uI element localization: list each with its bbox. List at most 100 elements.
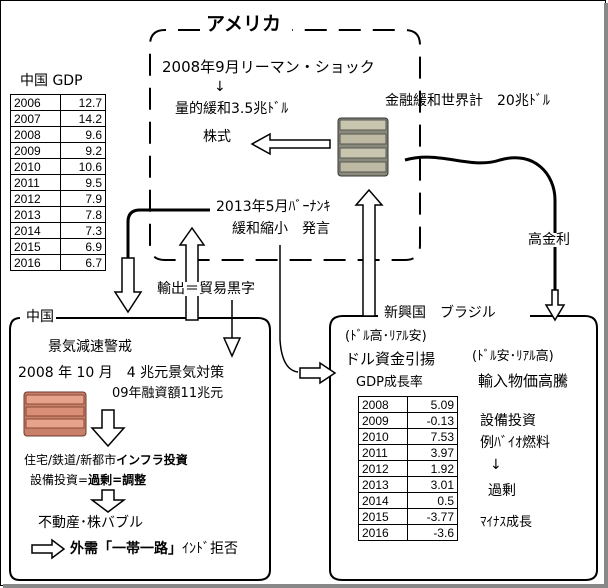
frame-shadow-right	[604, 3, 608, 588]
value-cell: 14.2	[59, 110, 107, 127]
export-up-arrow	[178, 226, 206, 321]
year-cell: 2012	[10, 190, 61, 207]
lehman-down-arrow: ↓	[214, 79, 226, 95]
year-cell: 2012	[357, 460, 409, 477]
value-cell: -0.13	[407, 412, 458, 429]
year-cell: 2015	[10, 238, 61, 255]
value-cell: 7.3	[59, 222, 107, 239]
high-rate-flow-line	[404, 155, 557, 290]
year-cell: 2009	[357, 412, 409, 429]
value-cell: 6.7	[59, 254, 107, 271]
withdraw-hollow-arrow	[299, 361, 337, 385]
negative-growth-label: ﾏｲﾅｽ成長	[480, 515, 533, 530]
year-cell: 2007	[10, 110, 61, 127]
year-cell: 2009	[10, 142, 61, 159]
year-cell: 2011	[10, 174, 61, 191]
china-gdp-title: 中国 GDP	[20, 73, 83, 89]
value-cell: 7.9	[59, 190, 107, 207]
value-cell: 7.8	[59, 206, 107, 223]
india-refusal-label: ｲﾝﾄﾞ拒否	[182, 541, 238, 557]
value-cell: 3.97	[407, 444, 458, 461]
bernanke-to-china-line	[126, 208, 210, 258]
bubble-label: 不動産･株バブル	[38, 515, 143, 531]
year-cell: 2008	[10, 126, 61, 143]
year-cell: 2010	[357, 428, 409, 445]
lehman-shock-label: 2008年9月リーマン・ショック	[162, 58, 375, 76]
brazil-capex-label: 設備投資	[480, 413, 536, 429]
yuan-stack-icon	[23, 391, 87, 437]
value-cell: 1.92	[407, 460, 458, 477]
year-cell: 2008	[357, 396, 409, 413]
bernanke-label-2: 緩和縮小 発言	[230, 221, 332, 237]
value-cell: -3.77	[407, 508, 458, 525]
value-cell: 6.9	[59, 238, 107, 255]
year-cell: 2006	[10, 94, 61, 111]
import-price-label: 輸入物価高騰	[478, 372, 569, 390]
brazil-region	[329, 315, 598, 581]
year-cell: 2014	[10, 222, 61, 239]
strong-dollar-label: (ﾄﾞﾙ高･ﾘｱﾙ安)	[345, 329, 427, 344]
stimulus-label: 2008 年 10 月 4 兆元景気対策	[18, 365, 225, 381]
year-cell: 2015	[357, 508, 409, 525]
frame-shadow-bottom	[3, 584, 608, 588]
weak-dollar-label: (ﾄﾞﾙ安･ﾘｱﾙ高)	[472, 349, 554, 364]
external-demand-label: 外需「一帯一路」ｲﾝﾄﾞ拒否	[70, 542, 238, 556]
value-cell: 5.09	[407, 396, 458, 413]
value-cell: 3.01	[407, 476, 458, 493]
slowdown-label: 景気減速警戒	[48, 339, 132, 355]
usa-title: アメリカ	[204, 13, 284, 35]
year-cell: 2014	[357, 492, 409, 509]
table-row: 2009-0.13	[357, 412, 458, 429]
year-cell: 2011	[357, 444, 409, 461]
value-cell: -3.6	[407, 524, 458, 541]
china-title: 中国	[24, 309, 56, 325]
infra-label: 住宅/鉄道/新都市インフラ投資	[24, 454, 188, 466]
brazil-down-arrow: ↓	[490, 457, 502, 473]
high-rate-label: 高金利	[526, 232, 572, 248]
biofuel-label: 例ﾊﾞｲｵ燃料	[480, 435, 550, 451]
value-cell: 9.5	[59, 174, 107, 191]
high-rate-arrowhead	[544, 289, 566, 322]
qe-label: 量的緩和3.5兆ﾄﾞﾙ	[175, 101, 289, 117]
infra-label-prefix: 住宅/鉄道/新都市	[24, 453, 117, 467]
value-cell: 0.5	[407, 492, 458, 509]
usa-region	[149, 29, 421, 261]
table-row: 2015-3.77	[357, 508, 458, 525]
brazil-title: 新興国 ブラジル	[382, 305, 498, 321]
bernanke-to-brazil-line	[279, 245, 299, 373]
capex-label: 設備投資=過剰=調整	[30, 474, 146, 486]
bernanke-label-1: 2013年5月ﾊﾞｰﾅﾝｷ	[214, 199, 333, 215]
year-cell: 2016	[357, 524, 409, 541]
loans-label: 09年融資額11兆元	[112, 386, 224, 401]
bernanke-to-china-arrowhead	[113, 257, 143, 314]
year-cell: 2013	[10, 206, 61, 223]
excess-label: 過剰	[488, 483, 516, 499]
value-cell: 10.6	[59, 158, 107, 175]
export-label: 輸出＝貿易黒字	[155, 281, 257, 297]
value-cell: 7.53	[407, 428, 458, 445]
infra-label-bold: インフラ投資	[116, 453, 188, 467]
brazil-up-arrow	[354, 188, 384, 317]
brazil-gdp-title: GDP成長率	[356, 375, 423, 390]
year-cell: 2016	[10, 254, 61, 271]
belt-road-label: 外需「一帯一路」	[70, 541, 182, 557]
stocks-label: 株式	[203, 129, 231, 145]
value-cell: 9.6	[59, 126, 107, 143]
capex-label-bold: 過剰=調整	[88, 473, 147, 487]
year-cell: 2010	[10, 158, 61, 175]
